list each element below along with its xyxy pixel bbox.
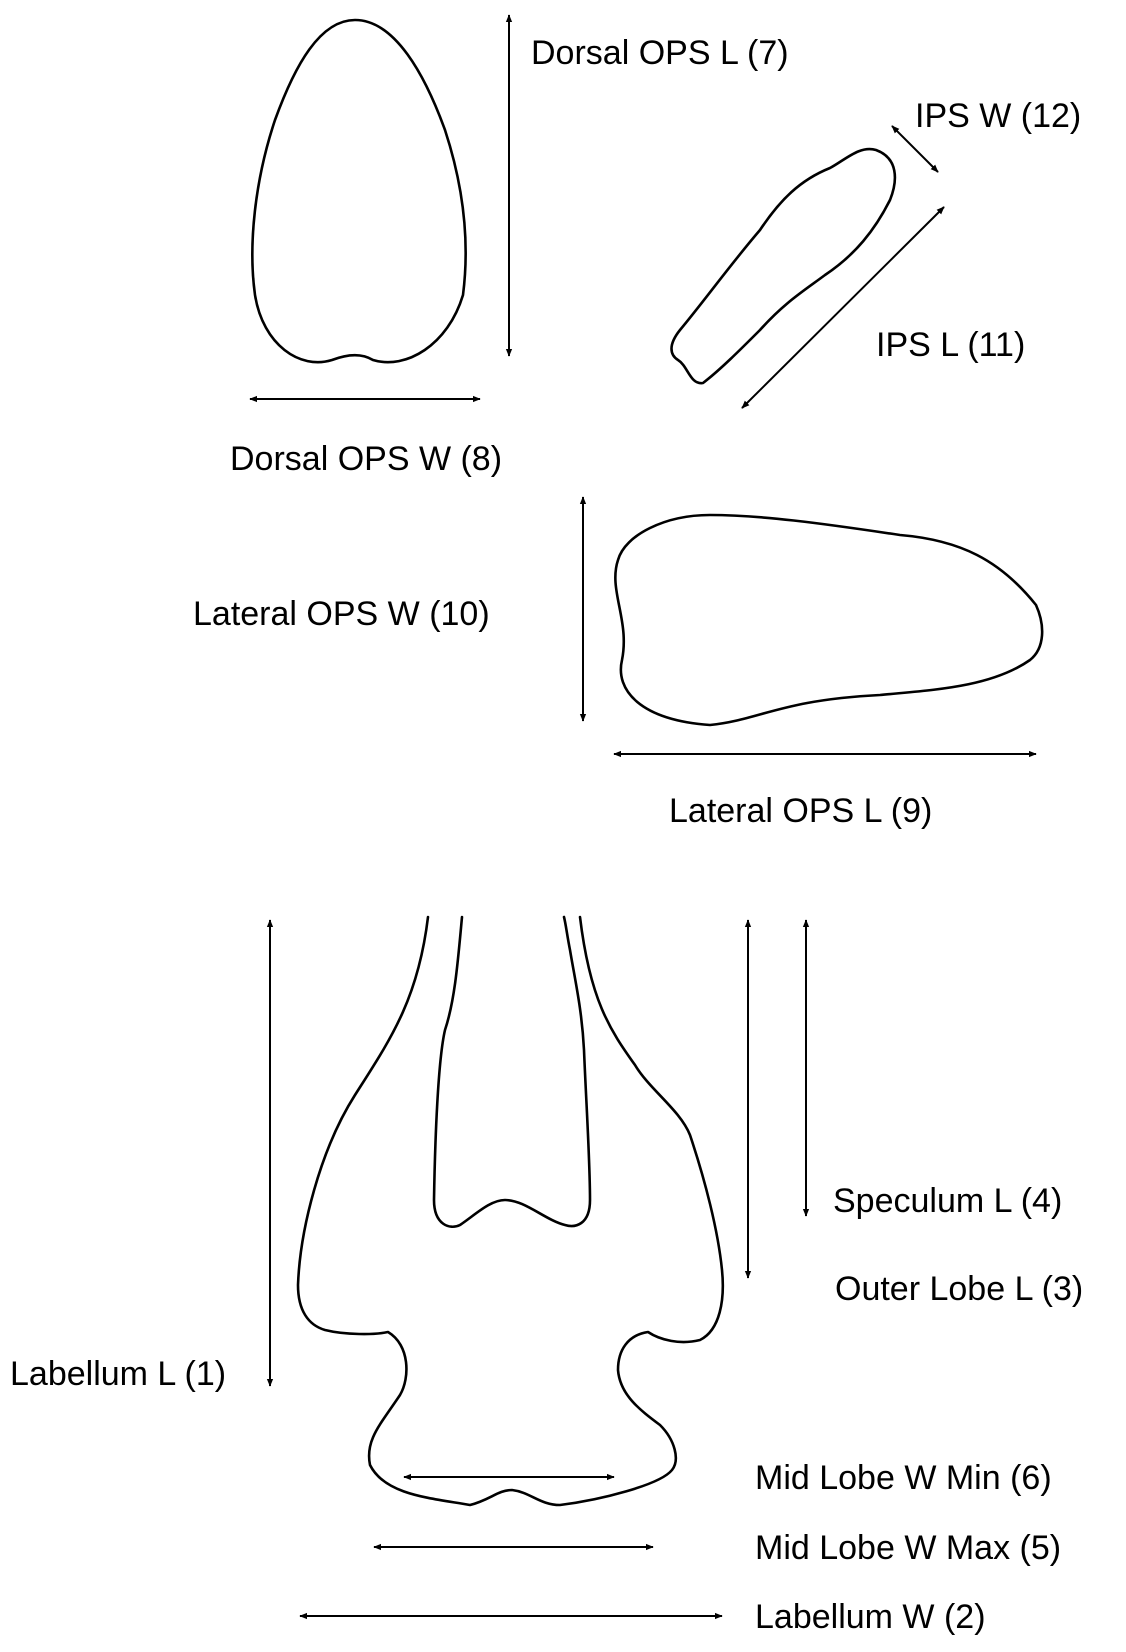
labellum-outline	[298, 917, 723, 1505]
labellum-l-label: Labellum L (1)	[10, 1355, 226, 1393]
labellum-w-label: Labellum W (2)	[755, 1598, 986, 1636]
ips-l-arrow	[742, 207, 944, 408]
ips-l-label: IPS L (11)	[876, 326, 1025, 364]
lateral-ops-w-label: Lateral OPS W (10)	[193, 595, 490, 633]
dorsal-ops-w-label: Dorsal OPS W (8)	[230, 440, 502, 478]
outer-lobe-l-label: Outer Lobe L (3)	[835, 1270, 1083, 1308]
ips-outline	[672, 149, 895, 383]
speculum-l-label: Speculum L (4)	[833, 1182, 1062, 1220]
mid-lobe-w-max-label: Mid Lobe W Max (5)	[755, 1529, 1061, 1567]
ips-w-label: IPS W (12)	[915, 97, 1081, 135]
lateral-ops-outline	[615, 515, 1042, 725]
dorsal-ops-l-label: Dorsal OPS L (7)	[531, 34, 789, 72]
lateral-ops-l-label: Lateral OPS L (9)	[669, 792, 932, 830]
mid-lobe-w-min-label: Mid Lobe W Min (6)	[755, 1459, 1052, 1497]
dorsal-ops-outline	[252, 20, 465, 362]
